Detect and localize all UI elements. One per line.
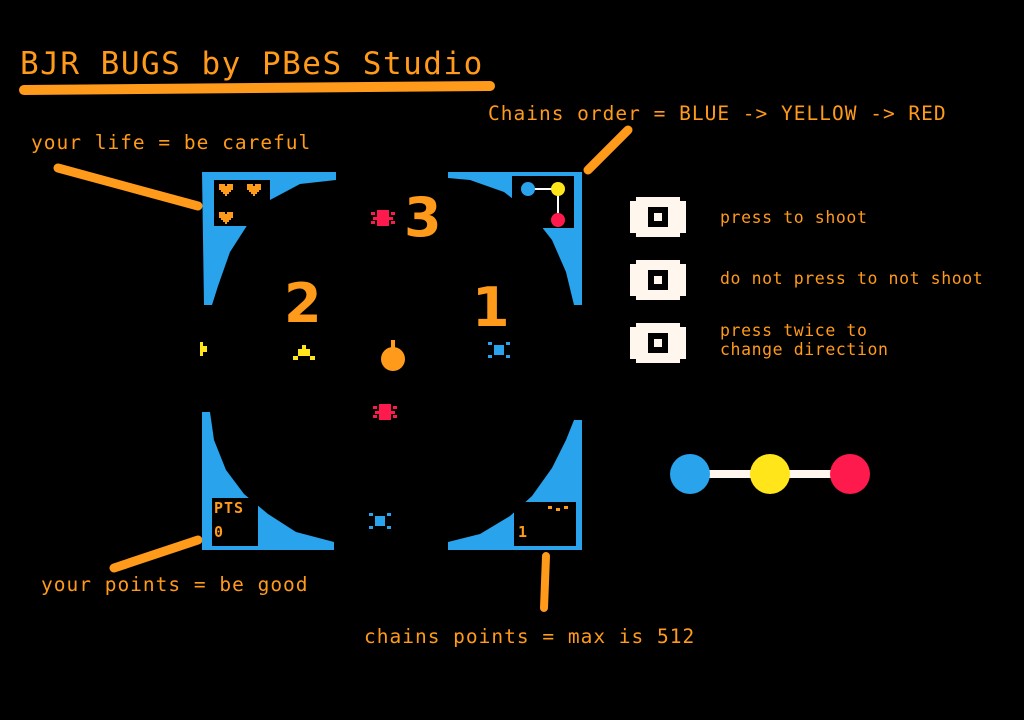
control-hint-no-shoot: do not press to not shoot — [720, 269, 984, 288]
chain-node-icon — [551, 182, 565, 196]
points-pointer — [109, 535, 203, 573]
zone-number-2: 2 — [284, 272, 322, 335]
bug-icon — [373, 404, 397, 420]
chains-points-pointer — [540, 552, 550, 612]
heart-icon — [219, 212, 233, 224]
control-hint-direction: press twice to change direction — [720, 321, 889, 359]
hud-chain-indicator — [521, 182, 565, 227]
playfield-corners — [202, 172, 582, 550]
hud-score: 0 — [214, 523, 225, 541]
orb-icon — [381, 340, 405, 371]
direction-button-icon[interactable] — [630, 323, 686, 363]
hud-chain-points: 1 — [518, 523, 529, 541]
title-underline — [19, 81, 495, 95]
chains-points-annotation: chains points = max is 512 — [364, 625, 696, 648]
chains-order-annotation: Chains order = BLUE -> YELLOW -> RED — [488, 102, 947, 125]
chain-node-icon — [551, 213, 565, 227]
game-title: BJR BUGS by PBeS Studio — [20, 46, 484, 82]
chain-node-icon — [750, 454, 790, 494]
edge-marker — [200, 342, 207, 356]
heart-icon — [219, 184, 233, 196]
shoot-button-icon[interactable] — [630, 197, 686, 237]
life-annotation: your life = be careful — [31, 131, 312, 154]
hud-chain-marks — [548, 506, 568, 511]
chain-node-icon — [521, 182, 535, 196]
bug-icon — [369, 513, 391, 529]
chain-legend — [670, 454, 870, 494]
heart-icon — [247, 184, 261, 196]
points-annotation: your points = be good — [41, 573, 309, 596]
chains-order-pointer — [583, 125, 633, 175]
control-hint-shoot: press to shoot — [720, 208, 868, 227]
zone-number-1: 1 — [472, 276, 510, 339]
bug-icon — [488, 342, 510, 358]
life-pointer — [53, 163, 203, 211]
idle-button-icon[interactable] — [630, 260, 686, 300]
chain-node-icon — [830, 454, 870, 494]
bug-icon — [371, 210, 395, 226]
bug-icon — [293, 345, 315, 360]
chain-node-icon — [670, 454, 710, 494]
hud-pts-label: PTS — [214, 499, 245, 517]
zone-number-3: 3 — [404, 186, 442, 249]
